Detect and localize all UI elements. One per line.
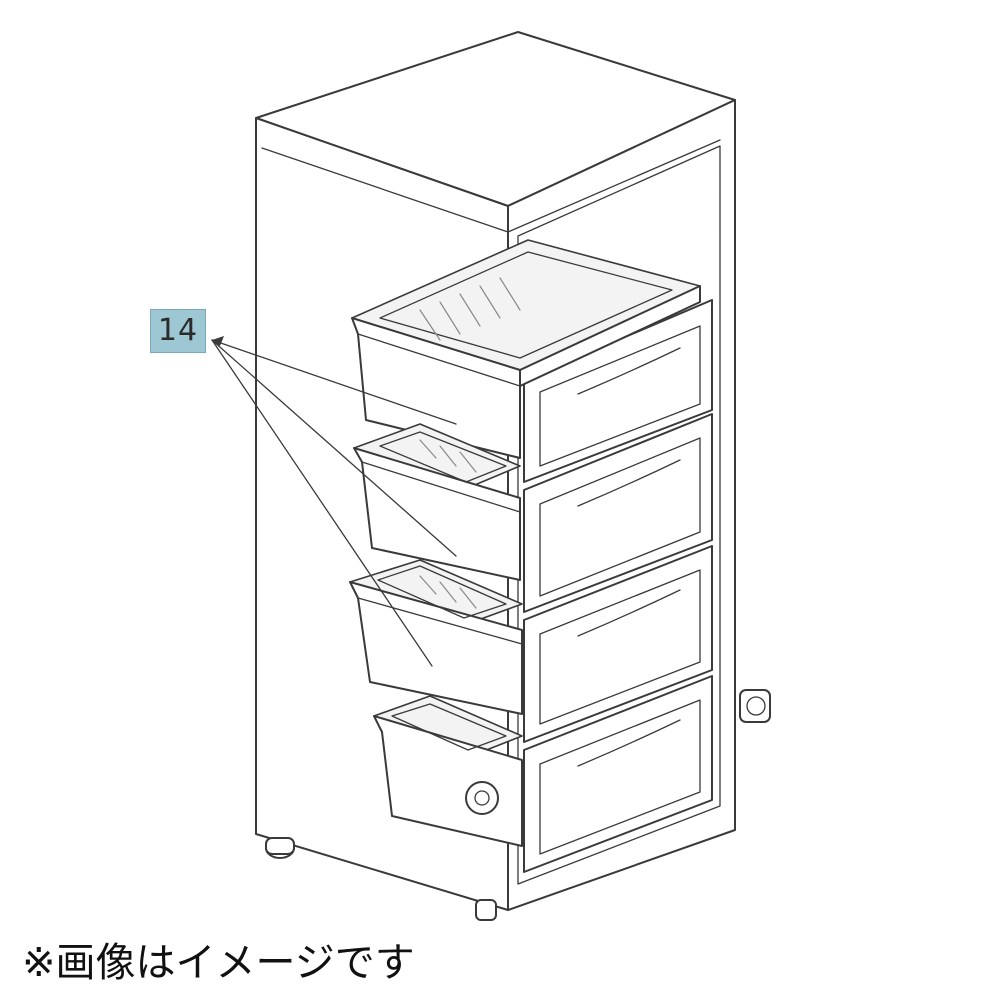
drawer-basket-2: [353, 423, 521, 581]
part-number-label: 14: [157, 313, 199, 348]
installed-drawer-3: [523, 545, 713, 743]
drawer-baskets: [349, 239, 701, 847]
leader-lines: [211, 336, 457, 667]
part-number-badge: [150, 309, 206, 353]
drawer-basket-4: [373, 695, 523, 847]
drawer-basket-3: [349, 559, 523, 715]
image-disclaimer-caption: ※画像はイメージです: [22, 940, 415, 986]
installed-drawers: [523, 299, 713, 873]
drawer-basket-1: [351, 239, 701, 459]
installed-drawer-4: [523, 675, 713, 873]
installed-drawer-2: [523, 413, 713, 613]
